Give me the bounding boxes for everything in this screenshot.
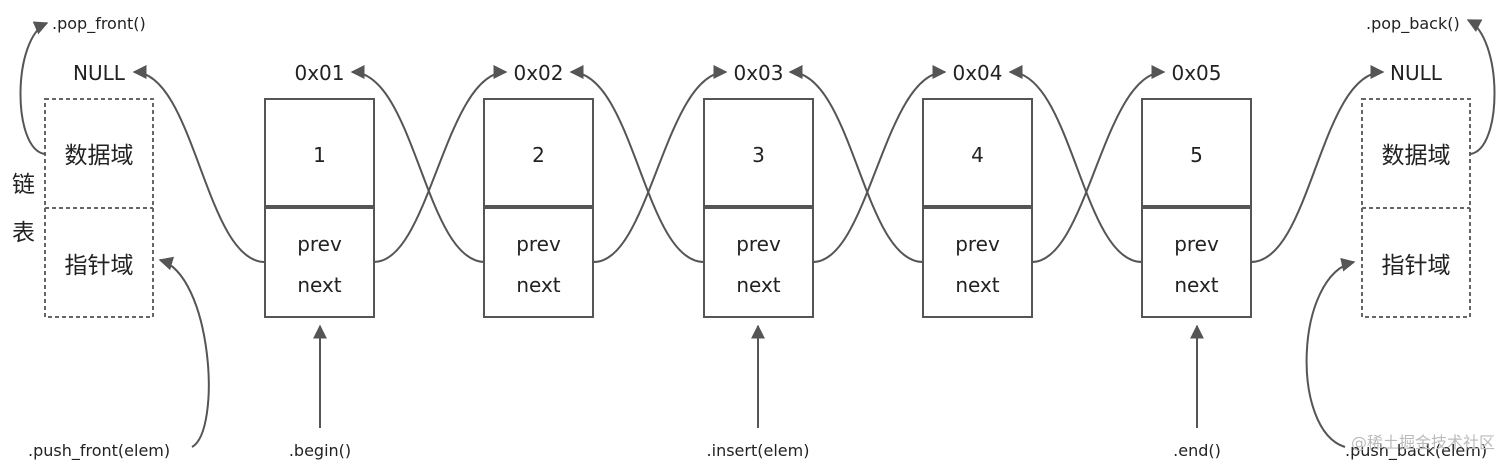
node-next-field: next [516, 273, 560, 297]
begin-label: .begin() [289, 441, 351, 460]
node-list: 0x011prevnext0x022prevnext0x033prevnext0… [264, 61, 1252, 318]
link-node5-next-to-null [1250, 65, 1385, 263]
tail-sentinel: 数据域 指针域 NULL [1361, 61, 1471, 318]
tail-null-label: NULL [1390, 61, 1443, 85]
pop-front-arrow [19, 21, 49, 155]
node-prev-field: prev [1174, 232, 1219, 256]
head-pointer-field-label: 指针域 [65, 253, 134, 279]
node-address: 0x02 [513, 61, 563, 85]
node-prev-field: prev [516, 232, 561, 256]
node-next-field: next [297, 273, 341, 297]
list-label-char-2: 表 [12, 220, 35, 246]
link-node1-prev-to-null [132, 65, 266, 263]
head-sentinel: 数据域 指针域 NULL [44, 61, 154, 318]
node-address: 0x03 [733, 61, 783, 85]
watermark: @稀土掘金技术社区 [1351, 433, 1495, 452]
link-node2-prev [350, 65, 486, 263]
insert-label: .insert(elem) [707, 441, 810, 460]
node-5: 0x05 5 prev next [1141, 61, 1252, 318]
tail-pointer-field-label: 指针域 [1382, 253, 1451, 279]
node-4: 0x04 4 prev next [922, 61, 1033, 318]
link-node4-prev [788, 65, 924, 263]
head-data-field-label: 数据域 [65, 143, 134, 169]
pointer-links [19, 19, 1496, 448]
node-next-field: next [736, 273, 780, 297]
node-value: 3 [752, 143, 765, 167]
link-node1-next [373, 65, 508, 263]
push-front-label: .push_front(elem) [28, 441, 170, 461]
node-prev-field: prev [955, 232, 1000, 256]
node-next-field: next [955, 273, 999, 297]
node-prev-field: prev [736, 232, 781, 256]
node-address: 0x04 [952, 61, 1002, 85]
node-2: 0x02 2 prev next [483, 61, 594, 318]
node-value: 1 [313, 143, 326, 167]
head-null-label: NULL [73, 61, 126, 85]
node-next-field: next [1174, 273, 1218, 297]
link-node3-prev [569, 65, 705, 263]
end-label: .end() [1173, 441, 1221, 460]
node-3: 0x03 3 prev next [703, 61, 814, 318]
tail-data-field-label: 数据域 [1382, 143, 1451, 169]
pop-front-label: .pop_front() [52, 14, 146, 34]
pop-back-label: .pop_back() [1366, 14, 1460, 34]
push-front-arrow [158, 256, 210, 448]
node-prev-field: prev [297, 232, 342, 256]
link-node5-prev [1008, 65, 1143, 263]
link-node2-next [593, 65, 728, 263]
link-node4-next [1031, 65, 1166, 263]
node-1: 0x01 1 prev next [264, 61, 375, 318]
node-value: 4 [971, 143, 984, 167]
pop-back-arrow [1466, 19, 1496, 155]
node-address: 0x01 [294, 61, 344, 85]
push-back-arrow [1305, 257, 1356, 448]
node-value: 5 [1190, 143, 1203, 167]
node-value: 2 [532, 143, 545, 167]
push-back-label: .push_back(elem) [1345, 441, 1487, 461]
list-label-char-1: 链 [12, 172, 35, 198]
link-node3-next [812, 65, 947, 263]
node-address: 0x05 [1171, 61, 1221, 85]
